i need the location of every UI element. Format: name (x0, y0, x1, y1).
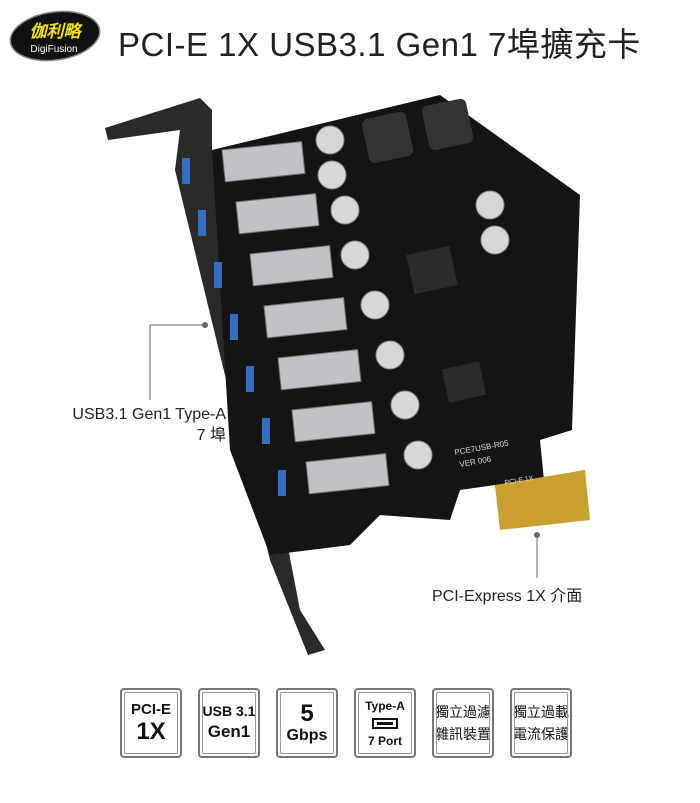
usb-port (305, 453, 390, 495)
badge-text: 獨立過濾 (435, 704, 491, 720)
capacitor (475, 190, 505, 220)
badge-text: 7 Port (367, 733, 402, 748)
badge-pcie-1x: PCI-E 1X (120, 688, 182, 758)
badge-text: 雜訊裝置 (435, 726, 491, 742)
capacitor (360, 290, 390, 320)
page-title: PCI-E 1X USB3.1 Gen1 7埠擴充卡 (118, 26, 641, 63)
badge-overcurrent: 獨立過載 電流保護 (510, 688, 572, 758)
usb-port-blue-insert (198, 210, 206, 236)
capacitor (330, 195, 360, 225)
badge-text: Gbps (286, 727, 328, 744)
capacitor (403, 440, 433, 470)
badge-noise-filter: 獨立過濾 雜訊裝置 (432, 688, 494, 758)
controller-chip (406, 245, 458, 295)
usb-port-blue-insert (230, 314, 238, 340)
inductor (362, 111, 414, 163)
capacitor (315, 125, 345, 155)
usb-expansion-card-image: PCE7USB-R05 VER 006 PCI-E 1X (105, 95, 590, 655)
badge-text: 5 (300, 700, 314, 727)
svg-text:伽利略: 伽利略 (30, 22, 84, 42)
usb-port-blue-insert (182, 158, 190, 184)
badge-text: 電流保護 (513, 726, 569, 742)
usb-port (221, 141, 306, 183)
capacitor (390, 390, 420, 420)
digifusion-logo: 伽利略 DigiFusion (9, 10, 101, 62)
usb-port (291, 401, 376, 443)
badge-text: USB 3.1 (202, 703, 256, 719)
callout-text: 7 埠 (196, 427, 226, 444)
usb-ports-callout: USB3.1 Gen1 Type-A 7 埠 (30, 404, 226, 446)
usb-port-blue-insert (246, 366, 254, 392)
badge-text: PCI-E (130, 701, 171, 718)
usb-port (249, 245, 334, 287)
usb-port (235, 193, 320, 235)
usb-port-blue-insert (214, 262, 222, 288)
badge-type-a: Type-A 7 Port (354, 688, 416, 758)
usb-port-icon (372, 717, 398, 729)
capacitor (480, 225, 510, 255)
usb-port (263, 297, 348, 339)
pcie-callout: PCI-Express 1X 介面 (432, 588, 583, 605)
capacitor (340, 240, 370, 270)
badge-text: 1X (136, 718, 166, 745)
callout-text: USB3.1 Gen1 Type-A (72, 406, 226, 423)
badge-text: Gen1 (207, 722, 251, 741)
usb-port-blue-insert (278, 470, 286, 496)
badge-text: 獨立過載 (513, 704, 569, 720)
badge-usb31: USB 3.1 Gen1 (198, 688, 260, 758)
capacitor (317, 160, 347, 190)
hub-chip (441, 361, 487, 403)
badge-text: Type-A (365, 698, 405, 713)
usb-port (277, 349, 362, 391)
usb-port-blue-insert (262, 418, 270, 444)
pcie-gold-fingers (495, 470, 590, 530)
inductor (422, 98, 474, 150)
capacitor (375, 340, 405, 370)
svg-text:DigiFusion: DigiFusion (30, 44, 77, 55)
badge-5gbps: 5 Gbps (276, 688, 338, 758)
